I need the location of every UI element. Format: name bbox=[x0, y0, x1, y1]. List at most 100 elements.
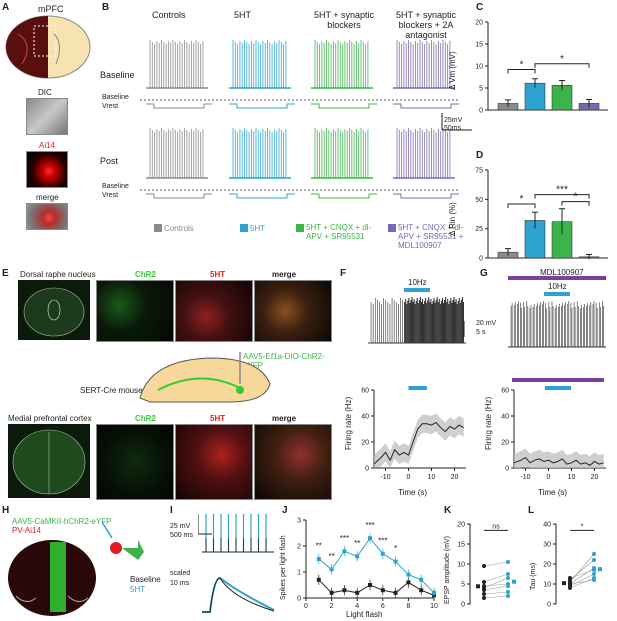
merge-image-bottom bbox=[254, 424, 332, 500]
point-5ht bbox=[592, 558, 596, 562]
panel-b: B Controls 5HT 5HT + synaptic blockers 5… bbox=[100, 0, 475, 250]
sem-band bbox=[514, 448, 604, 468]
pair-line bbox=[569, 577, 595, 589]
5ht-image-top bbox=[175, 280, 253, 342]
trace-1-2 bbox=[311, 128, 377, 199]
point bbox=[316, 557, 321, 561]
d-ylabel: Δ Rin (%) bbox=[448, 202, 457, 236]
sig-bracket-2 bbox=[534, 194, 590, 199]
raphe-slice-image bbox=[18, 280, 90, 340]
h-baseline-label: Baseline bbox=[130, 575, 161, 584]
i-scale-ms: 500 ms bbox=[170, 532, 193, 539]
y-tick-label: 20 bbox=[543, 562, 551, 569]
f-scale-mv: 20 mV bbox=[476, 320, 497, 327]
x-tick-label: 0 bbox=[547, 474, 551, 481]
y-tick-label: 0 bbox=[297, 596, 301, 603]
pair-line bbox=[483, 573, 509, 583]
f-xlabel: Time (s) bbox=[398, 488, 428, 497]
g-stim-label: 10Hz bbox=[548, 282, 567, 291]
point bbox=[406, 572, 411, 577]
point-baseline bbox=[482, 592, 486, 596]
y-tick-label: 1 bbox=[297, 570, 301, 577]
x-tick-label: 0 bbox=[304, 603, 308, 610]
panel-b-label: B bbox=[102, 2, 110, 13]
vrest-level-label: Vrest bbox=[102, 103, 119, 110]
pair-line bbox=[483, 561, 509, 567]
point-baseline bbox=[482, 586, 486, 590]
y-tick-label: 40 bbox=[543, 522, 551, 529]
point-5ht bbox=[592, 578, 596, 582]
chr2-image-bottom bbox=[96, 424, 174, 500]
baseline-level-label-post: Baseline bbox=[102, 183, 129, 190]
legend-swatch-5ht bbox=[240, 224, 248, 232]
mean-marker-5ht bbox=[512, 579, 516, 584]
y-tick-label: 0 bbox=[461, 602, 465, 609]
trace-1-3 bbox=[393, 128, 459, 199]
trace-step bbox=[229, 193, 295, 199]
point bbox=[355, 590, 360, 595]
mean-marker-baseline bbox=[476, 584, 480, 589]
y-tick-label: 60 bbox=[361, 388, 369, 395]
trace-0-1 bbox=[229, 40, 295, 109]
mouse-brain-diagram bbox=[139, 352, 271, 403]
g-drug-label: MDL100907 bbox=[540, 268, 584, 277]
trace-step bbox=[393, 103, 459, 109]
sig-label: ns bbox=[492, 523, 500, 530]
stim-bar bbox=[408, 386, 427, 390]
pair-line bbox=[569, 579, 595, 585]
panel-i-label: I bbox=[170, 505, 173, 516]
legend-controls: Controls bbox=[164, 224, 194, 233]
point bbox=[406, 580, 411, 585]
point-5ht bbox=[506, 560, 510, 564]
k-ylabel: EPSP amplitude (mV) bbox=[444, 536, 451, 604]
chr2-label-bottom: ChR2 bbox=[135, 414, 156, 423]
trace-step bbox=[393, 193, 459, 199]
pair-line bbox=[483, 583, 509, 587]
g-stim-bar-2 bbox=[545, 386, 571, 390]
f-stim-bar bbox=[404, 288, 430, 292]
x-tick-label: 6 bbox=[381, 603, 385, 610]
point-baseline bbox=[482, 580, 486, 584]
point-baseline bbox=[482, 564, 486, 568]
point bbox=[419, 588, 424, 593]
trace-0-0 bbox=[146, 40, 212, 109]
point bbox=[355, 554, 360, 559]
legend-swatch-antagonist bbox=[388, 224, 396, 232]
point bbox=[419, 577, 424, 582]
voltage-traces bbox=[140, 40, 472, 199]
y-tick-label: 60 bbox=[501, 388, 509, 395]
trace-step bbox=[311, 193, 377, 199]
g-spike-trace bbox=[508, 301, 606, 348]
point bbox=[432, 590, 436, 595]
h-virus-label: AAV5-CaMKII-hChR2-eYFP bbox=[12, 517, 112, 526]
chr2-image-top bbox=[96, 280, 174, 342]
merge-image-top bbox=[254, 280, 332, 342]
point-5ht bbox=[506, 590, 510, 594]
x-tick-label: 2 bbox=[330, 603, 334, 610]
point-baseline bbox=[482, 596, 486, 600]
panel-e: E Dorsal raphe nucleus ChR2 5HT merge AA… bbox=[0, 268, 340, 503]
condition-label-blockers: 5HT + synaptic blockers bbox=[313, 10, 375, 30]
trace-0-2 bbox=[311, 40, 377, 109]
f-stim-label: 10Hz bbox=[408, 278, 427, 287]
g-drug-bar bbox=[508, 276, 606, 280]
series-line-0 bbox=[318, 579, 435, 596]
pair-line bbox=[569, 553, 595, 583]
merge-image-a bbox=[26, 203, 68, 230]
h-slice-image bbox=[8, 540, 96, 616]
g-xlabel: Time (s) bbox=[538, 488, 568, 497]
h-circuit-diagram bbox=[101, 521, 144, 560]
condition-label-antagonist: 5HT + synaptic blockers + 2A antagonist bbox=[395, 10, 457, 40]
y-tick-label: 15 bbox=[475, 42, 483, 49]
dorsal-raphe-title: Dorsal raphe nucleus bbox=[20, 270, 96, 279]
y-tick-label: 20 bbox=[361, 440, 369, 447]
trace-step bbox=[146, 103, 212, 109]
pair-line bbox=[569, 569, 595, 579]
y-tick-label: 25 bbox=[475, 226, 483, 233]
panel-j-label: J bbox=[282, 505, 288, 516]
y-tick-label: 50 bbox=[475, 197, 483, 204]
sig-star: ** bbox=[328, 552, 334, 561]
